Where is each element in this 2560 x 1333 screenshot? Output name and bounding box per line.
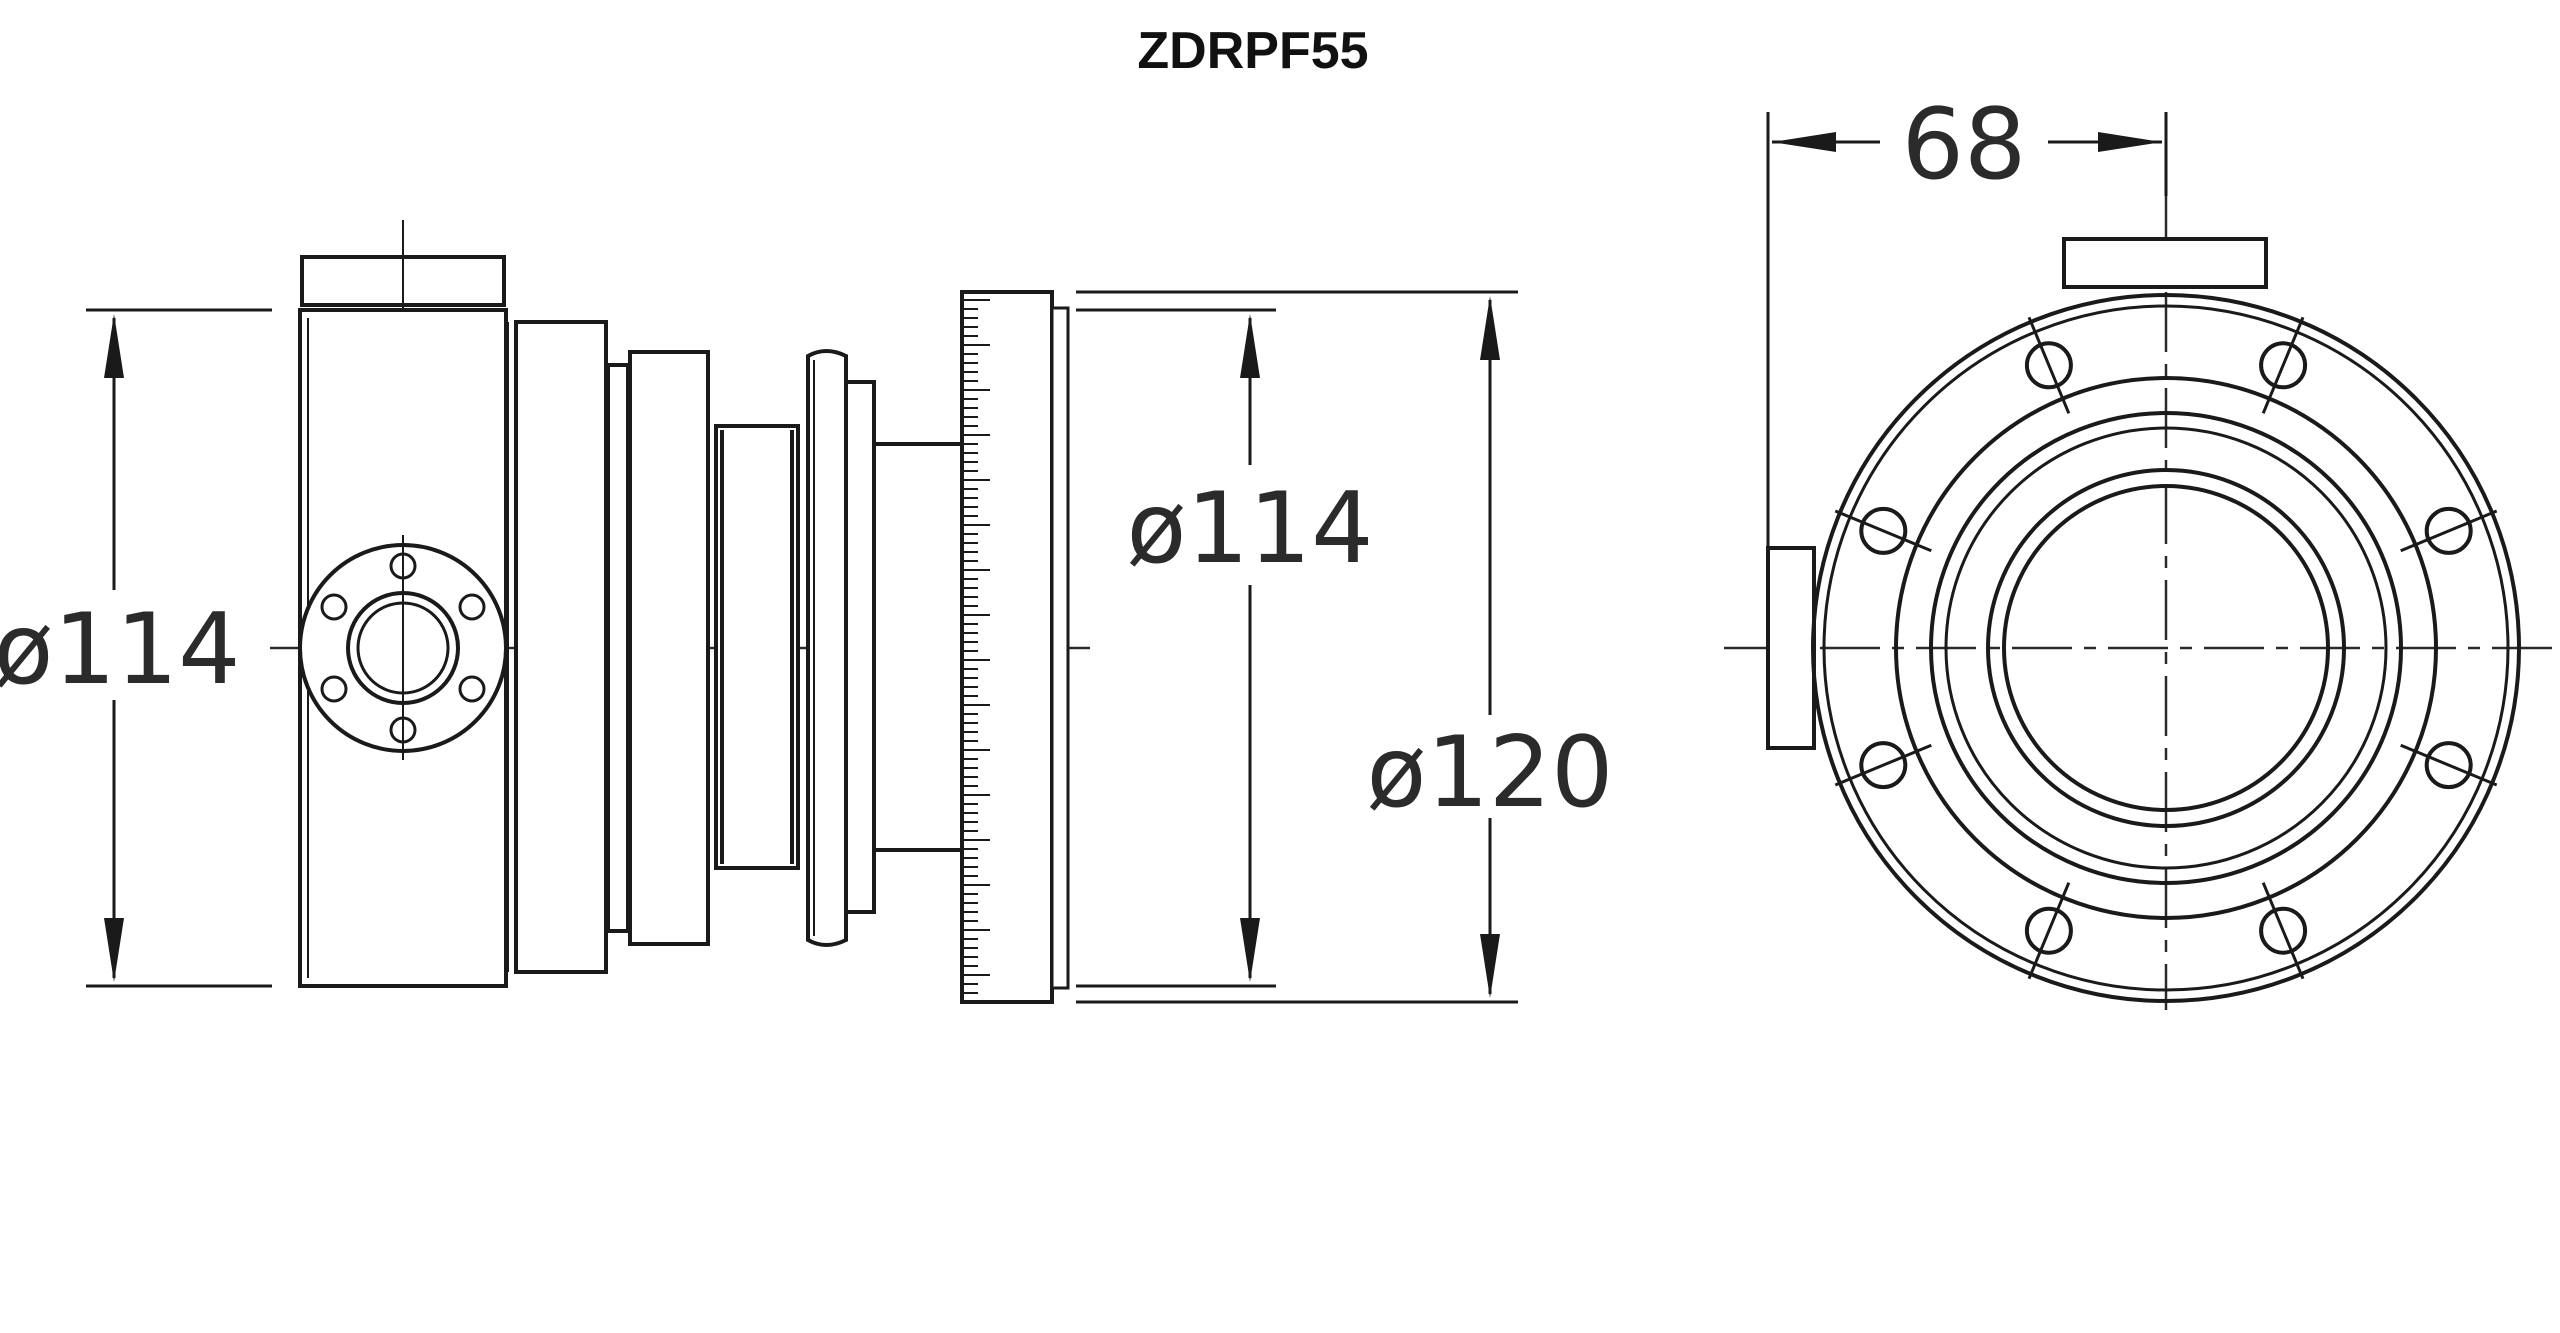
flange-lip: [1050, 306, 1070, 990]
drawing-title: ZDRPF55: [1137, 22, 1368, 80]
inner-arrow-top: [1240, 314, 1260, 378]
depth-arrow-right: [2098, 132, 2162, 152]
side-port-bolt-hole: [320, 593, 348, 621]
front-neck-ring: [1986, 468, 2346, 828]
front-coupling-inner-ring: [1944, 426, 2388, 870]
front-outer-flange: [1811, 293, 2521, 1003]
front-bolt-hole: [2424, 506, 2473, 555]
inner-diameter-dimension: ø114: [1076, 308, 1374, 988]
front-collar-ring: [1894, 376, 2438, 920]
collar-3: [714, 424, 800, 870]
side-port-bolt-hole: [458, 675, 486, 703]
outer-diameter-dimension: ø120: [1076, 290, 1614, 1004]
front-coupling-ring: [1929, 411, 2403, 885]
front-bolt-hole-axis: [1834, 743, 1932, 787]
front-bolt-hole: [2024, 906, 2073, 955]
front-bolt-hole: [2259, 341, 2308, 390]
front-top-cap: [2062, 237, 2268, 289]
front-view: 68: [1724, 88, 2560, 1010]
side-port: [298, 535, 508, 760]
collar-1: [514, 320, 608, 974]
front-bolt-hole-axis: [2027, 316, 2071, 414]
front-bolt-hole-axis: [2400, 743, 2498, 787]
left-height-label: ø114: [0, 593, 241, 707]
front-bolt-hole-axis: [2027, 882, 2071, 980]
coupling-ring: [806, 349, 848, 947]
front-bolt-hole: [2259, 906, 2308, 955]
front-bolt-hole: [2024, 341, 2073, 390]
collar-1-step: [606, 363, 630, 933]
front-bolt-hole: [1859, 506, 1908, 555]
side-port-bolt-hole: [458, 593, 486, 621]
neck: [872, 442, 964, 852]
front-bolt-hole: [1859, 741, 1908, 790]
front-bolt-hole: [2424, 741, 2473, 790]
collar-2: [628, 350, 710, 946]
side-view: ø114 ø114 ø120: [0, 220, 1614, 1004]
coupling-step: [844, 380, 876, 914]
depth-dimension: 68: [1766, 88, 2168, 548]
inner-diameter-label: ø114: [1126, 472, 1373, 586]
front-flange-ring: [1822, 304, 2510, 992]
outer-arrow-bottom: [1480, 934, 1500, 998]
left-height-dimension: ø114: [0, 308, 272, 988]
front-bore: [2002, 484, 2330, 812]
outer-arrow-top: [1480, 296, 1500, 360]
front-side-port: [1766, 546, 1816, 750]
depth-arrow-left: [1772, 132, 1836, 152]
flange-scale: [964, 299, 990, 994]
inner-arrow-bottom: [1240, 918, 1260, 982]
front-bolt-holes: [1834, 316, 2498, 980]
left-arrow-top: [104, 314, 124, 378]
front-bolt-hole-axis: [1834, 509, 1932, 553]
front-bolt-hole-axis: [2261, 316, 2305, 414]
front-bolt-hole-axis: [2261, 882, 2305, 980]
front-bolt-hole-axis: [2400, 509, 2498, 553]
outer-diameter-label: ø120: [1366, 716, 1613, 830]
side-port-bolt-hole: [320, 675, 348, 703]
left-arrow-bottom: [104, 918, 124, 982]
depth-label: 68: [1902, 88, 2027, 202]
